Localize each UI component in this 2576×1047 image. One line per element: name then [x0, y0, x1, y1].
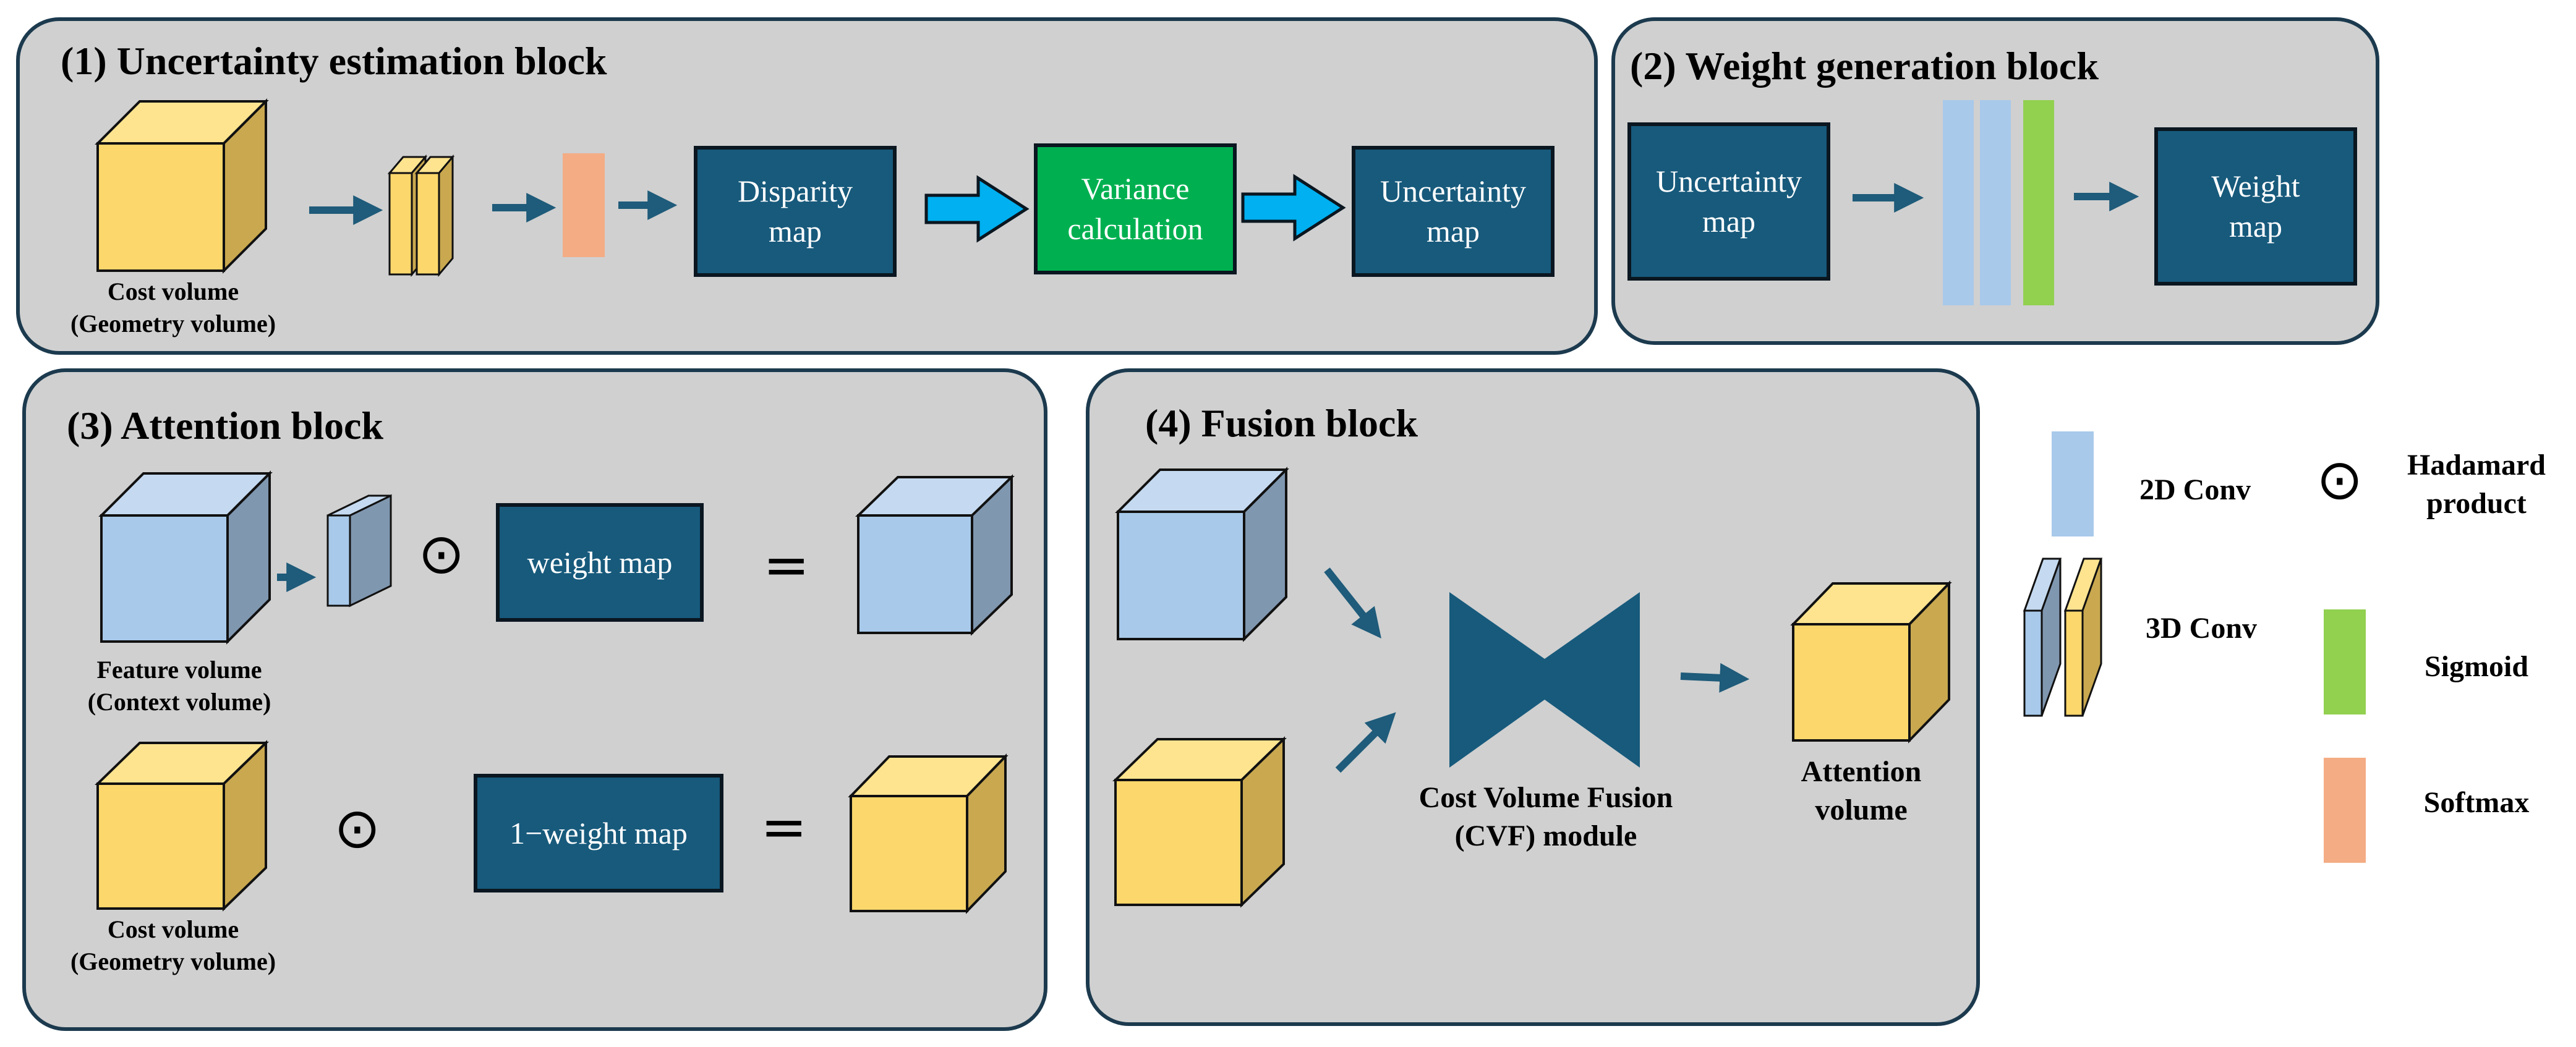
weight-generation-title: (2) Weight generation block — [1630, 44, 2099, 88]
legend-hadamard-label: Hadamard product — [2407, 449, 2546, 520]
variance-calculation-box: Variance calculation — [1034, 143, 1237, 274]
equals-symbol-1: = — [763, 533, 810, 598]
legend-conv3d-swatch — [2023, 557, 2103, 717]
attention-title: (3) Attention block — [67, 404, 383, 447]
legend-conv2d-swatch — [2052, 431, 2094, 536]
cost-volume-label-1: Cost volume (Geometry volume) — [70, 278, 276, 337]
weight-map-box: Weight map — [2154, 127, 2357, 286]
attention-volume-label: Attention volume — [1801, 755, 1922, 827]
fusion-panel — [1086, 368, 1980, 1026]
legend-hadamard-icon: ⊙ — [2316, 447, 2363, 512]
legend-softmax-swatch — [2324, 758, 2366, 863]
uncertainty-map-box-1: Uncertainty map — [1352, 146, 1555, 277]
equals-symbol-2: = — [761, 795, 808, 860]
uncertainty-map-box-2: Uncertainty map — [1627, 122, 1830, 281]
disparity-map-box: Disparity map — [694, 146, 897, 277]
one-minus-weight-map-box: 1−weight map — [474, 774, 723, 892]
fusion-title: (4) Fusion block — [1145, 401, 1418, 445]
hadamard-symbol-2: ⊙ — [334, 796, 381, 861]
legend-sigmoid-label: Sigmoid — [2424, 650, 2529, 683]
uncertainty-estimation-title: (1) Uncertainty estimation block — [61, 39, 607, 83]
cvf-module-label: Cost Volume Fusion (CVF) module — [1418, 781, 1673, 853]
cost-volume-label-2: Cost volume (Geometry volume) — [70, 915, 276, 975]
legend-conv2d-label: 2D Conv — [2139, 473, 2251, 506]
feature-volume-label: Feature volume (Context volume) — [87, 656, 271, 716]
legend-conv3d-label: 3D Conv — [2146, 612, 2258, 645]
hadamard-symbol-1: ⊙ — [418, 522, 465, 587]
weight-map-attention-box: weight map — [496, 503, 704, 622]
legend-softmax-label: Softmax — [2423, 786, 2530, 819]
